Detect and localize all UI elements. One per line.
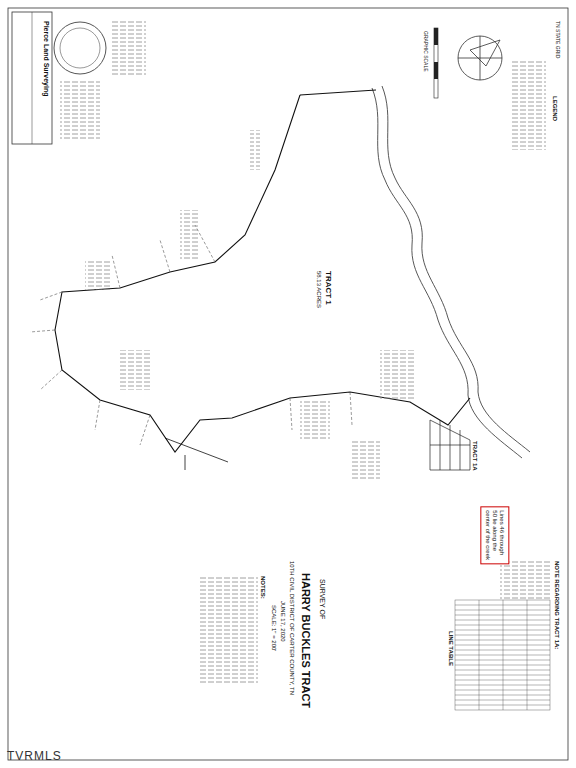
plat-label: TN STATE GRID — [555, 20, 561, 59]
plat-label: NOTES: — [259, 575, 266, 600]
plat-label: TRACT 1A — [471, 440, 478, 472]
plat-label: Pierce Land Surveying — [42, 20, 50, 97]
plat-label: LINE TABLE — [447, 630, 454, 667]
plat-label: JUNE 17, 2020 — [279, 600, 286, 643]
plat-label: TRACT 1 — [323, 270, 332, 306]
plat-label: 58.13 ACRES — [315, 270, 322, 309]
plat-label: LEGEND — [551, 95, 558, 122]
plat-label: SURVEY OF — [318, 578, 326, 620]
plat-title: HARRY BUCKLES TRACT — [300, 572, 312, 709]
plat-label: NOTE REGARDING TRACT 1A: — [553, 560, 560, 650]
note-box: Lines 46 through 50 lie along the center… — [481, 506, 510, 564]
plat-label: GRAPHIC SCALE — [423, 30, 429, 73]
plat-label: SCALE: 1" = 200' — [270, 604, 277, 652]
plat-label: 10TH CIVIL DISTRICT OF CARTER COUNTY, TN — [288, 560, 295, 696]
plat-label: TVRMLS — [6, 750, 63, 763]
note-text: Lines 46 through 50 lie along the center… — [485, 510, 506, 560]
